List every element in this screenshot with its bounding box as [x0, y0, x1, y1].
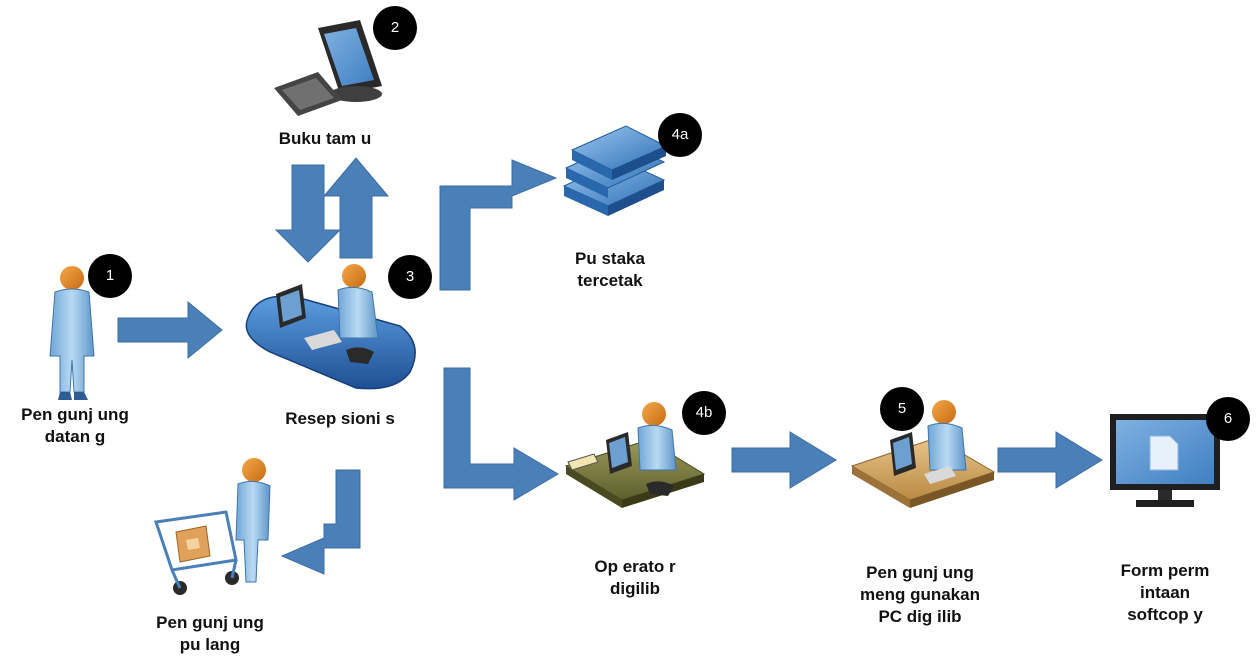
reception-desk-icon: [245, 264, 416, 390]
step-5-badge: 5: [880, 387, 924, 431]
step-2-badge: 2: [373, 6, 417, 50]
step-2-label: Buku tam u: [278, 129, 372, 148]
operator-desk-icon: [564, 402, 706, 508]
arrow-5-to-6: [997, 431, 1103, 489]
step-5-label: Pen gunj ung meng gunakan PC dig ilib: [860, 563, 980, 626]
arrow-4b-to-5: [731, 431, 837, 489]
step-3-label: Resep sioni s: [285, 409, 395, 428]
step-3-badge: 3: [388, 255, 432, 299]
monitor-document-icon: [1110, 414, 1220, 507]
step-4b-badge: 4b: [682, 391, 726, 435]
step-6-label: Form perm intaan softcop y: [1120, 561, 1210, 624]
step-1-label: Pen gunj ung datan g: [21, 405, 129, 446]
arrow-2-to-3: [274, 164, 342, 263]
book-stack-icon: [562, 125, 668, 216]
arrow-3-to-4a: [439, 159, 558, 291]
step-6-badge: 6: [1206, 397, 1250, 441]
user-pc-desk-icon: [850, 400, 996, 508]
computer-icon: [274, 20, 382, 116]
step-4a-label: Pu staka tercetak: [575, 249, 645, 290]
step-1-badge: 1: [88, 254, 132, 298]
arrow-3-to-4b: [443, 367, 559, 501]
person-icon: [49, 266, 95, 400]
arrow-3-to-2: [322, 157, 390, 259]
exit-label: Pen gunj ung pu lang: [156, 613, 264, 654]
shopping-cart-person-icon: [154, 458, 271, 595]
arrow-1-to-3: [117, 300, 223, 360]
step-4b-label: Op erato r digilib: [594, 557, 676, 598]
arrow-return-to-exit: [280, 469, 361, 575]
step-4a-badge: 4a: [658, 113, 702, 157]
